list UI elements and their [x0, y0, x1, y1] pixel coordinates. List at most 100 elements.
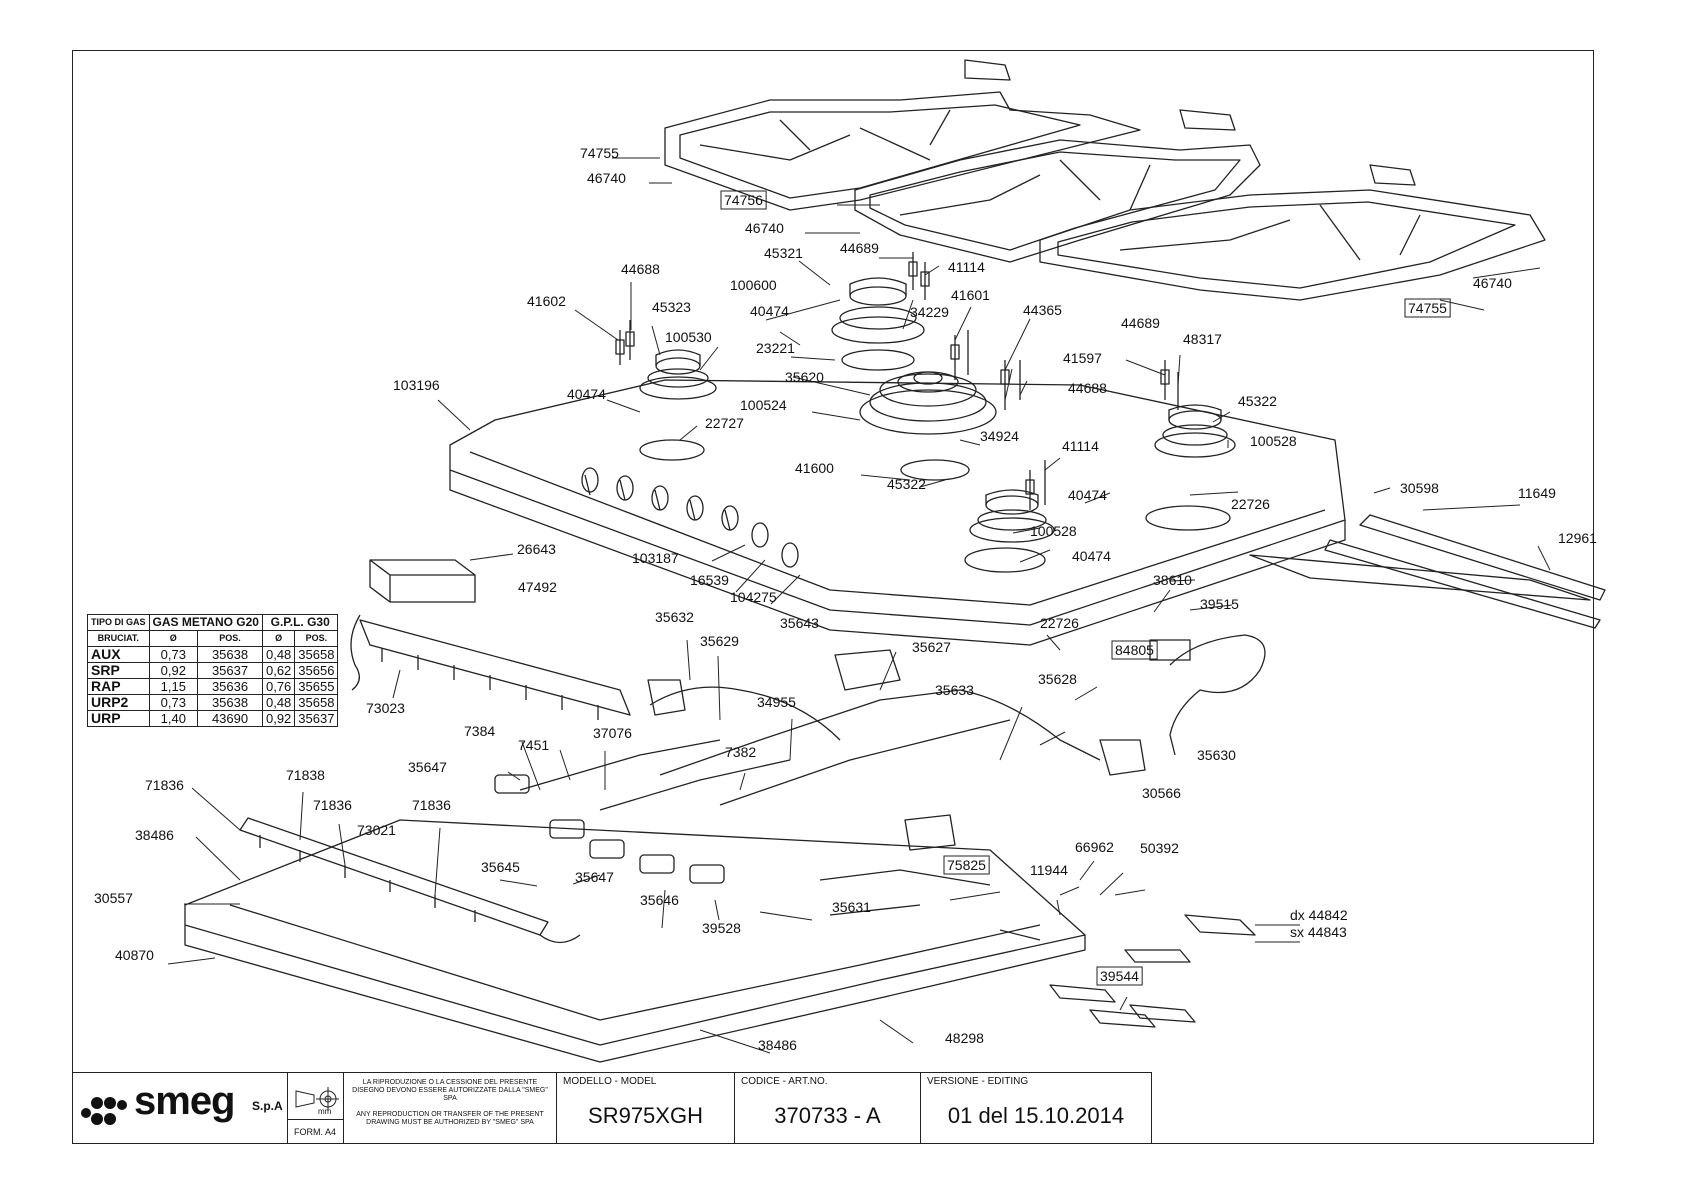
table-header-g30: G.P.L. G30 — [261, 614, 339, 631]
part-label-100528: 100528 — [1250, 433, 1297, 449]
part-label-35647: 35647 — [575, 869, 614, 885]
mains-cable — [1149, 634, 1266, 756]
part-label-75825: 75825 — [947, 857, 986, 873]
version-cell: VERSIONE - EDITING 01 del 15.10.2014 — [921, 1072, 1152, 1144]
part-label-35620: 35620 — [785, 369, 824, 385]
part-label-30598: 30598 — [1400, 480, 1439, 496]
part-label-48317: 48317 — [1183, 331, 1222, 347]
part-label-45322: 45322 — [887, 476, 926, 492]
pan-support-center — [854, 109, 1261, 263]
logo-cell: smeg S.p.A — [72, 1072, 288, 1144]
part-label-39528: 39528 — [702, 920, 741, 936]
pan-support-right — [1039, 164, 1546, 301]
part-label-22727: 22727 — [705, 415, 744, 431]
table-sub-diameter: Ø — [148, 630, 199, 647]
burner-name: URP2 — [87, 694, 150, 711]
part-label-71836: 71836 — [313, 797, 352, 813]
projection-symbol-icon — [295, 1087, 339, 1111]
part-label-38486: 38486 — [135, 827, 174, 843]
reproduction-notice-en: ANY REPRODUCTION OR TRANSFER OF THE PRES… — [356, 1111, 544, 1126]
projection-cell: mm FORM. A4 — [288, 1072, 344, 1144]
injector-pos-g30: 35656 — [294, 662, 339, 679]
injector-pos-g20: 35638 — [197, 694, 263, 711]
electrodes — [615, 252, 1179, 510]
part-label-74755: 74755 — [580, 145, 619, 161]
part-label-71838: 71838 — [286, 767, 325, 783]
part-label-box — [1404, 298, 1451, 318]
part-label-71836: 71836 — [145, 777, 184, 793]
part-label-44688: 44688 — [621, 261, 660, 277]
part-label-35628: 35628 — [1038, 671, 1077, 687]
table-sub-pos: POS. — [197, 630, 263, 647]
insulation-strips — [1249, 514, 1606, 629]
model-cell: MODELLO - MODEL SR975XGH — [557, 1072, 735, 1144]
part-label-74756: 74756 — [724, 192, 763, 208]
model-caption: MODELLO - MODEL — [563, 1076, 657, 1087]
burner-right — [1145, 404, 1236, 531]
part-label-44688: 44688 — [1068, 380, 1107, 396]
projection-unit: mm — [318, 1107, 332, 1116]
injector-pos-g20: 35636 — [197, 678, 263, 695]
part-label-35645: 35645 — [481, 859, 520, 875]
part-label-103187: 103187 — [632, 550, 679, 566]
leader-lines — [167, 157, 1551, 1054]
part-label-100530: 100530 — [665, 329, 712, 345]
base-tray — [184, 819, 1086, 1063]
drawing-sheet — [72, 50, 1594, 1144]
burner-aux — [639, 349, 717, 461]
injector-pos-g30: 35637 — [294, 710, 339, 727]
injector-diameter-g30: 0,62 — [261, 662, 296, 679]
part-label-44365: 44365 — [1023, 302, 1062, 318]
spark-generator — [369, 559, 476, 603]
code-caption: CODICE - ART.NO. — [741, 1076, 828, 1087]
part-label-35647: 35647 — [408, 759, 447, 775]
part-label-40474: 40474 — [567, 386, 606, 402]
injector-pos-g20: 35637 — [197, 662, 263, 679]
part-label-37076: 37076 — [593, 725, 632, 741]
company-suffix: S.p.A — [252, 1099, 283, 1113]
part-label-100600: 100600 — [730, 277, 777, 293]
part-label-46740: 46740 — [745, 220, 784, 236]
part-label-40474: 40474 — [1068, 487, 1107, 503]
burner-semi-rapid — [831, 277, 925, 371]
part-label-box — [1111, 640, 1158, 660]
injector-diameter-g30: 0,92 — [261, 710, 296, 727]
version-caption: VERSIONE - EDITING — [927, 1076, 1029, 1087]
burner-front — [964, 489, 1055, 573]
part-label-41601: 41601 — [951, 287, 990, 303]
part-label-35630: 35630 — [1197, 747, 1236, 763]
part-label-35629: 35629 — [700, 633, 739, 649]
part-label-41114: 41114 — [948, 259, 985, 275]
burner-name: AUX — [87, 646, 150, 663]
part-label-103196: 103196 — [393, 377, 440, 393]
part-label-7382: 7382 — [725, 744, 756, 760]
injector-pos-g30: 35658 — [294, 694, 339, 711]
part-label-box — [720, 190, 767, 210]
part-label-22726: 22726 — [1231, 496, 1270, 512]
part-label-47492: 47492 — [518, 579, 557, 595]
pan-support-left — [664, 59, 1141, 211]
spring-clips — [1049, 914, 1256, 1028]
gas-injector-table: TIPO DI GAS GAS METANO G20 G.P.L. G30 BR… — [87, 614, 339, 727]
part-label-48298: 48298 — [945, 1030, 984, 1046]
part-label-40870: 40870 — [115, 947, 154, 963]
part-label-38610: 38610 — [1153, 572, 1192, 588]
hob-top-plate — [449, 379, 1346, 646]
part-label-39544: 39544 — [1100, 968, 1139, 984]
part-label-7384: 7384 — [464, 723, 495, 739]
gas-taps — [494, 649, 1146, 884]
part-label-50392: 50392 — [1140, 840, 1179, 856]
form-size: FORM. A4 — [294, 1127, 337, 1137]
part-label-35631: 35631 — [832, 899, 871, 915]
part-label-35633: 35633 — [935, 682, 974, 698]
part-label-sx-44843: sx 44843 — [1290, 924, 1347, 940]
part-label-40474: 40474 — [750, 303, 789, 319]
ignition-harness — [350, 614, 631, 720]
model-value: SR975XGH — [588, 1103, 703, 1128]
injector-diameter-g30: 0,48 — [261, 646, 296, 663]
injector-pos-g20: 43690 — [197, 710, 263, 727]
